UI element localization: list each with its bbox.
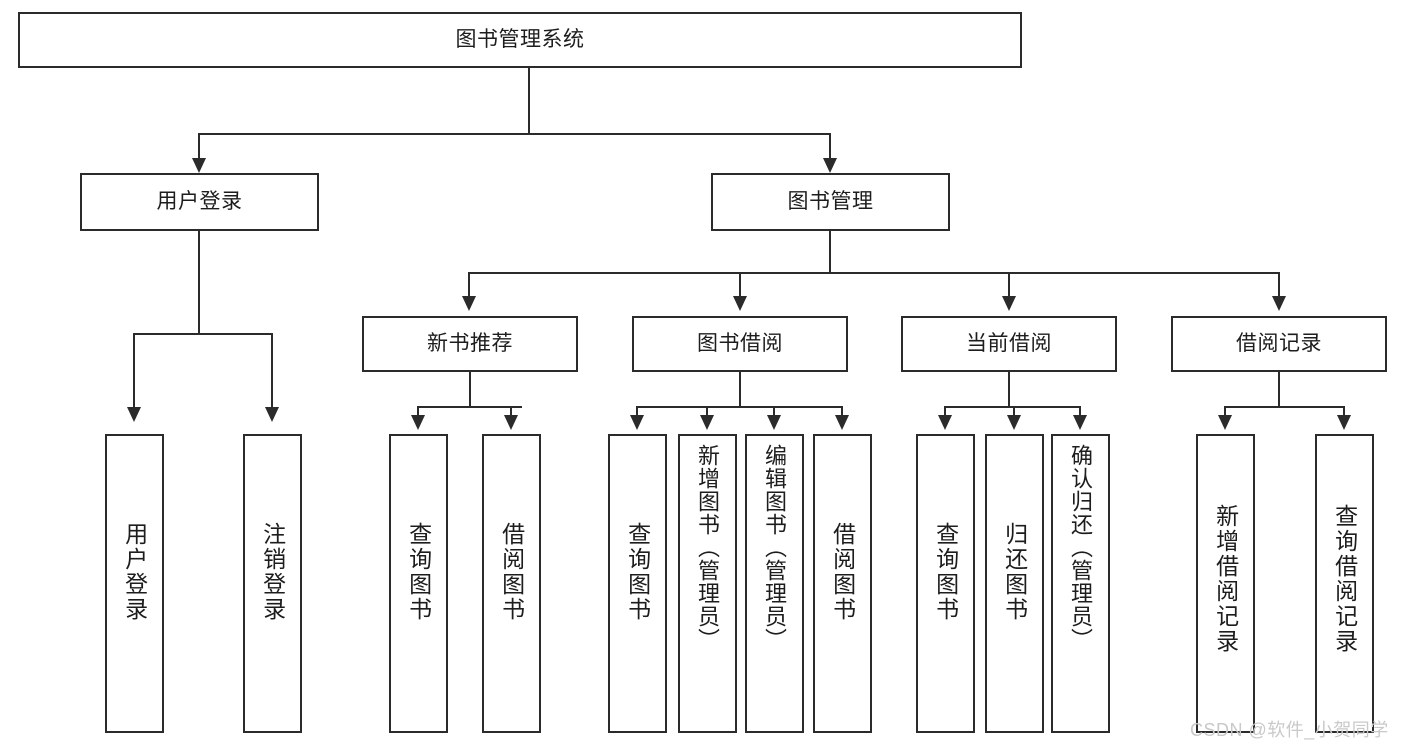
connector-book-borrow-drop-3 — [773, 406, 775, 416]
connector-borrow-record-stem — [1278, 372, 1280, 407]
connector-level3-bus — [468, 272, 1280, 274]
connector-new-book-drop-1 — [417, 406, 419, 416]
connector-current-borrow-drop-1 — [944, 406, 946, 416]
node-label: 查询图书 — [932, 522, 959, 622]
node-user-login[interactable]: 用户登录 — [80, 173, 319, 231]
connector-book-borrow-drop-2 — [706, 406, 708, 416]
leaf-borrow-record-query[interactable]: 查询借阅记录 — [1315, 434, 1374, 733]
leaf-new-book-query[interactable]: 查询图书 — [389, 434, 448, 733]
node-label: 新增图书（管理员） — [695, 444, 721, 651]
connector-book-borrow-bus — [636, 406, 843, 408]
node-label: 确认归还（管理员） — [1068, 444, 1094, 651]
node-label: 新书推荐 — [427, 331, 513, 355]
node-label: 借阅图书 — [498, 522, 525, 622]
leaf-book-borrow-query[interactable]: 查询图书 — [608, 434, 667, 733]
node-label: 查询图书 — [405, 522, 432, 622]
leaf-user-login-login[interactable]: 用户登录 — [105, 434, 164, 733]
connector-current-borrow-drop-3 — [1079, 406, 1081, 416]
node-book-borrow[interactable]: 图书借阅 — [632, 316, 848, 372]
node-label: 图书管理 — [787, 189, 874, 213]
leaf-book-borrow-add[interactable]: 新增图书（管理员） — [678, 434, 737, 733]
node-label: 图书管理系统 — [455, 27, 585, 51]
connector-book-borrow-drop-4 — [841, 406, 843, 416]
node-label: 查询借阅记录 — [1331, 504, 1358, 654]
connector-borrow-record-drop-1 — [1224, 406, 1226, 416]
node-current-borrow[interactable]: 当前借阅 — [901, 316, 1117, 372]
arrowhead-new-book — [462, 296, 476, 311]
leaf-current-borrow-return[interactable]: 归还图书 — [985, 434, 1044, 733]
node-borrow-record[interactable]: 借阅记录 — [1171, 316, 1387, 372]
connector-borrow-record-drop-2 — [1343, 406, 1345, 416]
arrowhead-leaf-user-login-2 — [265, 407, 279, 422]
node-label: 借阅记录 — [1236, 331, 1322, 355]
connector-level2-bus — [198, 133, 830, 135]
connector-level2-drop-right — [829, 133, 831, 159]
connector-level3-drop-1 — [468, 272, 470, 297]
connector-user-login-bus — [133, 333, 273, 335]
connector-book-borrow-drop-1 — [636, 406, 638, 416]
connector-book-manage-stem — [829, 231, 831, 273]
node-root-system[interactable]: 图书管理系统 — [18, 12, 1022, 68]
arrowhead-book-manage — [823, 158, 837, 173]
connector-current-borrow-stem — [1008, 372, 1010, 407]
leaf-current-borrow-query[interactable]: 查询图书 — [916, 434, 975, 733]
connector-level3-drop-3 — [1008, 272, 1010, 297]
leaf-borrow-record-add[interactable]: 新增借阅记录 — [1196, 434, 1255, 733]
connector-current-borrow-drop-2 — [1013, 406, 1015, 416]
connector-user-login-drop-2 — [271, 333, 273, 408]
arrowhead-leaf-book-borrow-1 — [630, 415, 644, 430]
connector-current-borrow-bus — [944, 406, 1080, 408]
connector-level2-drop-left — [198, 133, 200, 159]
connector-new-book-bus — [417, 406, 522, 408]
connector-level3-drop-4 — [1278, 272, 1280, 297]
node-label: 新增借阅记录 — [1212, 504, 1239, 654]
arrowhead-leaf-new-book-2 — [504, 415, 518, 430]
arrowhead-leaf-current-borrow-1 — [938, 415, 952, 430]
connector-new-book-drop-2 — [510, 406, 512, 416]
connector-root-stem — [528, 68, 530, 134]
arrowhead-leaf-borrow-record-1 — [1218, 415, 1232, 430]
node-label: 借阅图书 — [829, 522, 856, 622]
arrowhead-leaf-borrow-record-2 — [1337, 415, 1351, 430]
node-label: 用户登录 — [121, 522, 148, 622]
node-new-book-recommend[interactable]: 新书推荐 — [362, 316, 578, 372]
arrowhead-user-login — [192, 158, 206, 173]
node-label: 注销登录 — [259, 522, 286, 622]
arrowhead-leaf-book-borrow-4 — [835, 415, 849, 430]
connector-user-login-drop-1 — [133, 333, 135, 408]
leaf-current-borrow-confirm[interactable]: 确认归还（管理员） — [1051, 434, 1110, 733]
node-label: 查询图书 — [624, 522, 651, 622]
node-label: 编辑图书（管理员） — [762, 444, 788, 651]
leaf-book-borrow-edit[interactable]: 编辑图书（管理员） — [745, 434, 804, 733]
arrowhead-borrow-record — [1272, 296, 1286, 311]
connector-new-book-stem — [469, 372, 471, 407]
leaf-book-borrow-borrow[interactable]: 借阅图书 — [813, 434, 872, 733]
arrowhead-leaf-current-borrow-2 — [1007, 415, 1021, 430]
node-label: 图书借阅 — [697, 331, 783, 355]
leaf-new-book-borrow[interactable]: 借阅图书 — [482, 434, 541, 733]
node-label: 用户登录 — [156, 189, 243, 213]
connector-borrow-record-bus — [1224, 406, 1345, 408]
arrowhead-leaf-book-borrow-3 — [767, 415, 781, 430]
connector-level3-drop-2 — [739, 272, 741, 297]
arrowhead-leaf-new-book-1 — [411, 415, 425, 430]
leaf-user-login-logout[interactable]: 注销登录 — [243, 434, 302, 733]
node-book-management[interactable]: 图书管理 — [711, 173, 950, 231]
connector-user-login-stem — [198, 231, 200, 334]
node-label: 当前借阅 — [966, 331, 1052, 355]
arrowhead-current-borrow — [1002, 296, 1016, 311]
node-label: 归还图书 — [1001, 522, 1028, 622]
arrowhead-leaf-current-borrow-3 — [1073, 415, 1087, 430]
arrowhead-leaf-user-login-1 — [127, 407, 141, 422]
arrowhead-book-borrow — [733, 296, 747, 311]
arrowhead-leaf-book-borrow-2 — [700, 415, 714, 430]
connector-book-borrow-stem — [739, 372, 741, 407]
